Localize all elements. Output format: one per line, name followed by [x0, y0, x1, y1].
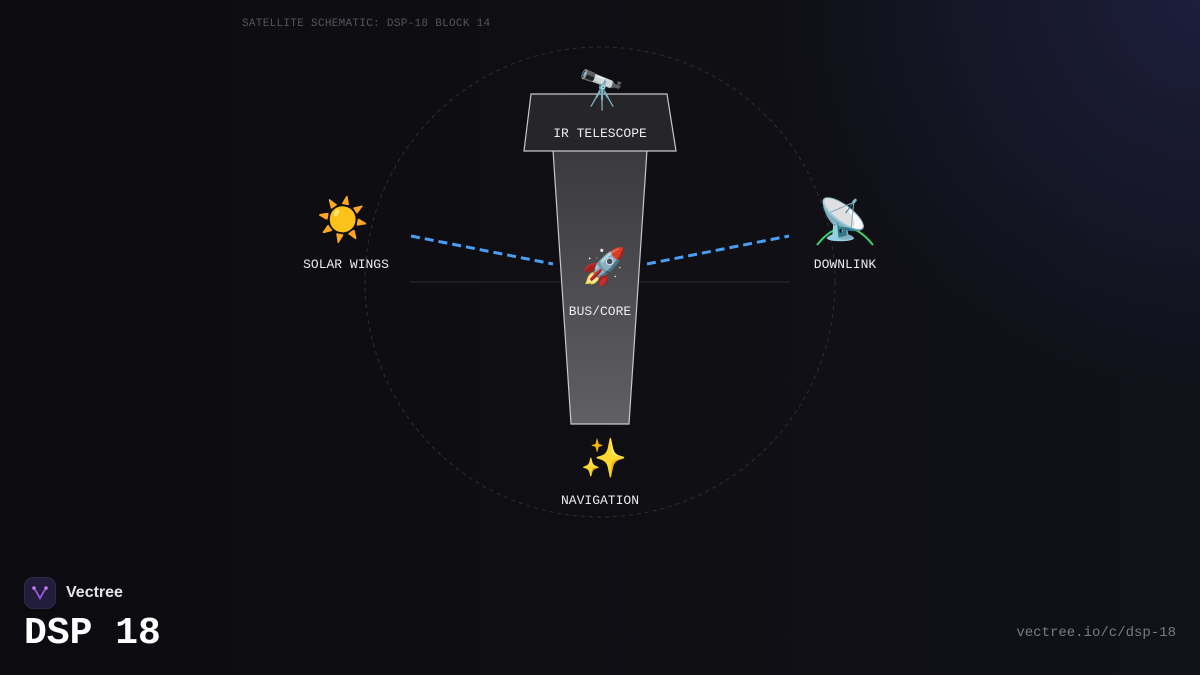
vectree-logo-icon — [24, 577, 56, 609]
schematic-label: SATELLITE SCHEMATIC: DSP-18 BLOCK 14 — [242, 18, 491, 30]
node-label-ir-telescope: IR TELESCOPE — [553, 126, 647, 141]
downlink-signal-arc — [816, 226, 874, 246]
satellite-dish-icon: 📡 — [818, 197, 868, 243]
node-label-solar-wings: SOLAR WINGS — [303, 257, 389, 272]
sparkles-icon: ✨ — [580, 436, 628, 480]
page-title: DSP 18 — [24, 612, 161, 655]
ir-telescope-housing — [523, 93, 677, 152]
sun-icon: ☀️ — [316, 195, 370, 244]
connector-solar-bus — [410, 234, 554, 266]
node-label-bus-core: BUS/CORE — [568, 304, 632, 319]
connector-bus-downlink — [646, 234, 790, 266]
node-label-navigation: NAVIGATION — [560, 493, 640, 508]
node-label-downlink: DOWNLINK — [813, 257, 877, 272]
brand: Vectree — [24, 577, 123, 609]
footer-url[interactable]: vectree.io/c/dsp-18 — [1016, 625, 1176, 641]
orbit-ring — [364, 46, 836, 518]
rocket-icon: 🚀 — [581, 247, 627, 288]
brand-name: Vectree — [66, 584, 123, 601]
telescope-icon: 🔭 — [578, 68, 626, 112]
